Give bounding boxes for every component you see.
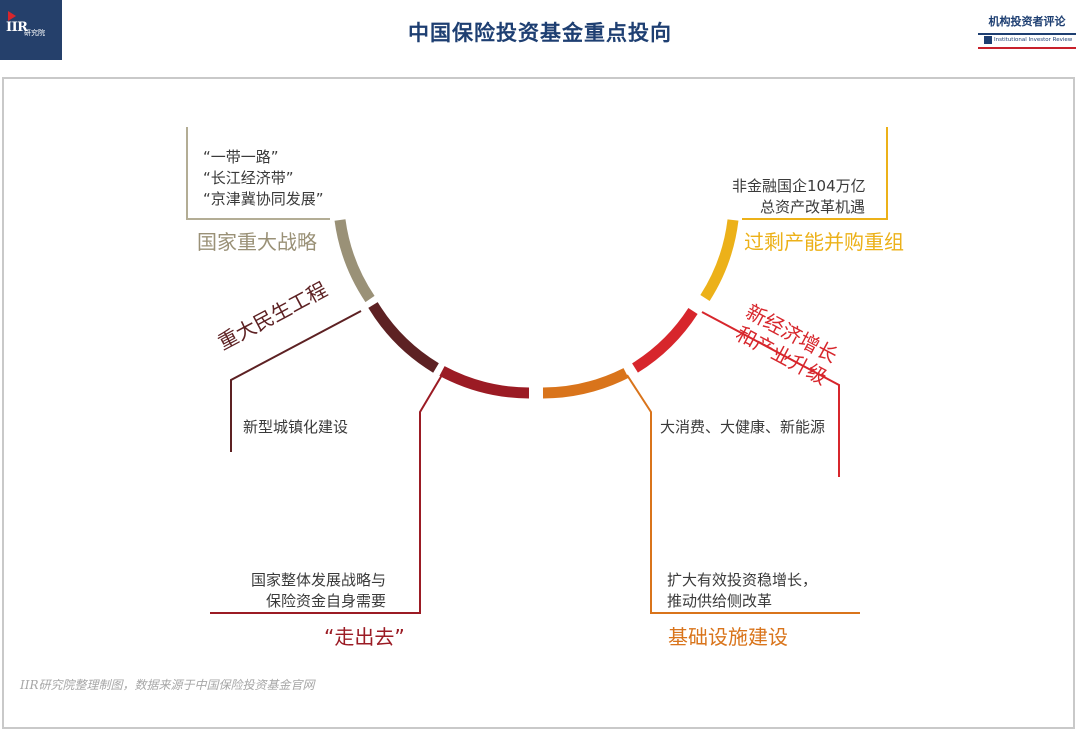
brand-name-cn: 机构投资者评论 bbox=[988, 15, 1066, 28]
new-economy-connector bbox=[701, 311, 840, 477]
diagram-frame bbox=[2, 77, 1075, 729]
new-economy-arc bbox=[632, 307, 698, 373]
infrastructure-detail-1: 扩大有效投资稳增长， bbox=[667, 571, 818, 589]
new-economy-detail-1: 大消费、大健康、新能源 bbox=[660, 418, 826, 436]
national-strategy-detail-3: “京津冀协同发展” bbox=[203, 190, 324, 208]
go-global-label: “走出去” bbox=[324, 625, 405, 649]
livelihood-connector bbox=[230, 310, 362, 452]
iir-logo[interactable]: IIR 研究院 bbox=[0, 0, 62, 60]
livelihood-arc bbox=[368, 302, 439, 373]
go-global-detail-2: 保险资金自身需要 bbox=[266, 592, 387, 610]
restructuring-arc bbox=[700, 219, 739, 301]
go-global-detail-1: 国家整体发展战略与 bbox=[251, 571, 387, 589]
go-global-connector bbox=[210, 374, 443, 614]
restructuring-detail-2: 总资产改革机遇 bbox=[760, 198, 866, 216]
national-strategy-label: 国家重大战略 bbox=[197, 230, 317, 254]
flag-icon bbox=[8, 11, 16, 21]
restructuring-label: 过剩产能并购重组 bbox=[744, 230, 904, 254]
page-title: 中国保险投资基金重点投向 bbox=[408, 21, 672, 45]
brand-accent-line bbox=[978, 47, 1076, 49]
national-strategy-detail-2: “长江经济带” bbox=[203, 169, 294, 187]
infrastructure-label: 基础设施建设 bbox=[668, 625, 788, 649]
source-caption: IIR研究院整理制图，数据来源于中国保险投资基金官网 bbox=[20, 678, 315, 692]
logo-mark: IIR bbox=[6, 20, 28, 35]
infrastructure-arc bbox=[542, 368, 629, 399]
national-strategy-bracket bbox=[186, 127, 330, 220]
national-strategy-arc bbox=[334, 219, 375, 303]
infrastructure-detail-2: 推动供给侧改革 bbox=[667, 592, 773, 610]
brand-logo[interactable]: 机构投资者评论 Institutional Investor Review bbox=[978, 13, 1076, 53]
livelihood-detail-1: 新型城镇化建设 bbox=[243, 418, 349, 436]
header: IIR 研究院 中国保险投资基金重点投向 机构投资者评论 Institution… bbox=[0, 0, 1080, 74]
national-strategy-detail-1: “一带一路” bbox=[203, 148, 279, 166]
infrastructure-connector bbox=[626, 374, 860, 614]
go-global-arc bbox=[439, 366, 530, 399]
brand-divider bbox=[978, 33, 1076, 35]
restructuring-detail-1: 非金融国企104万亿 bbox=[732, 177, 866, 195]
restructuring-bracket bbox=[742, 127, 888, 220]
building-icon bbox=[984, 36, 992, 44]
brand-name-en: Institutional Investor Review bbox=[994, 37, 1073, 43]
logo-sub: 研究院 bbox=[24, 29, 45, 37]
